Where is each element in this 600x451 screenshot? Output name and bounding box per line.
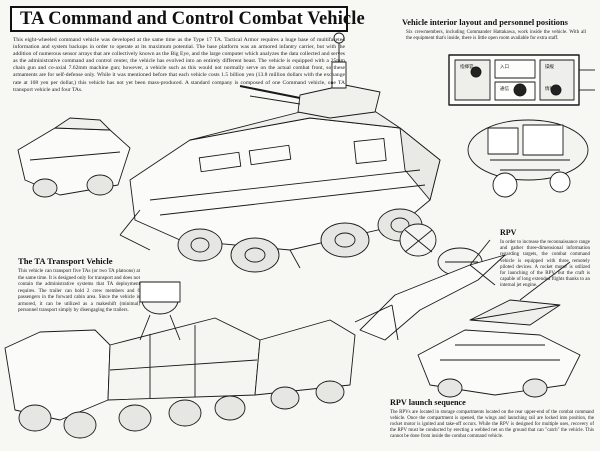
launch-paragraph: The RPVs are located in storage compartm…: [390, 410, 594, 440]
main-title-box: TA Command and Control Combat Vehicle: [10, 6, 365, 32]
rpv-heading: RPV: [500, 228, 517, 237]
rpv-drone-illustration: [354, 239, 506, 341]
floorplan-label-info: 情報: [545, 86, 554, 91]
launch-vehicle-illustration: [417, 261, 581, 398]
transport-heading: The TA Transport Vehicle: [18, 256, 113, 266]
floorplan-label-comms: 通信: [500, 86, 509, 91]
transport-paragraph: This vehicle can transport five TAs (or …: [18, 268, 140, 313]
ta-mech-illustration: [139, 281, 181, 341]
intro-paragraph: This eight-wheeled command vehicle was d…: [13, 37, 345, 93]
launch-heading: RPV launch sequence: [390, 398, 466, 407]
small-vehicle-illustration: [17, 117, 131, 198]
command-vehicle-illustration: [119, 32, 441, 273]
interior-paragraph: Six crewmembers, including Commander Hat…: [406, 30, 586, 42]
floorplan-label-entrance: 入口: [500, 64, 509, 69]
floorplan-label-driver: 操縦: [545, 64, 554, 69]
rpv-paragraph: In order to increase the reconnaissance …: [500, 240, 590, 289]
ta-transport-truck-illustration: [4, 317, 356, 439]
interior-cutaway-illustration: [467, 119, 589, 198]
main-title: TA Command and Control Combat Vehicle: [20, 8, 365, 29]
interior-floorplan-diagram: [448, 54, 595, 106]
floorplan-label-commander: 指揮官: [460, 64, 474, 69]
interior-heading: Vehicle interior layout and personnel po…: [402, 18, 568, 27]
